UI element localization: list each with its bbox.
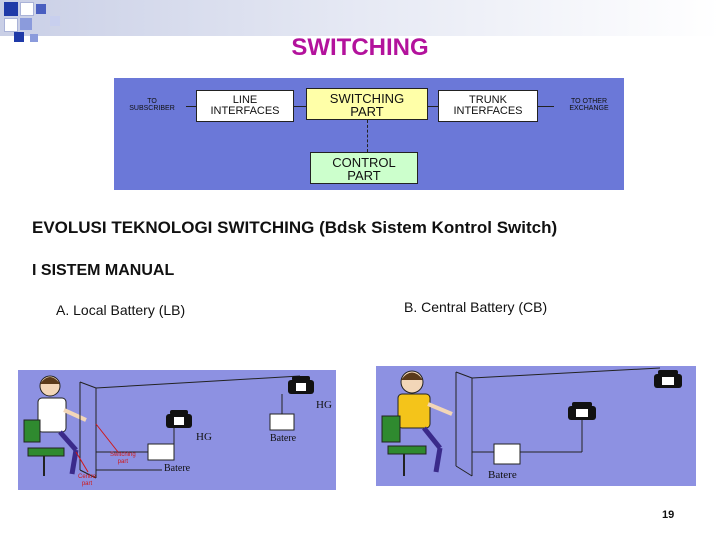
to-other-exchange-line1: TO OTHER	[570, 98, 608, 105]
decor-square	[4, 2, 18, 16]
line-interfaces-line1: LINE	[232, 94, 258, 106]
connector-line	[186, 106, 196, 107]
section-subheading: I SISTEM MANUAL	[32, 262, 175, 279]
local-battery-label: A. Local Battery (LB)	[56, 302, 186, 318]
connector-line	[428, 106, 438, 107]
page-number: 19	[662, 509, 675, 521]
decor-square	[14, 32, 24, 42]
hg-bottom-label: HG	[196, 431, 212, 443]
to-subscriber-line2: SUBSCRIBER	[129, 105, 175, 112]
switching-part-label: Switching part	[110, 452, 136, 465]
switchboard-illustration	[455, 367, 661, 477]
to-other-exchange-line2: EXCHANGE	[569, 105, 609, 112]
decor-square	[30, 34, 38, 42]
control-connector-dashed	[367, 120, 368, 152]
switchboard-illustration	[79, 375, 301, 479]
batere-right-label: Batere	[270, 433, 297, 444]
hg-top-label: HG	[316, 399, 332, 411]
central-battery-label: B. Central Battery (CB)	[404, 299, 548, 315]
decor-square	[36, 4, 46, 14]
to-other-exchange-label: TO OTHER EXCHANGE	[554, 98, 624, 112]
operator-illustration	[23, 375, 87, 476]
line-interfaces-line2: INTERFACES	[210, 105, 280, 117]
line-interfaces-box: LINE INTERFACES	[196, 90, 294, 122]
telephone-icon	[654, 370, 682, 388]
telephone-icon	[288, 376, 314, 394]
control-part-box: CONTROL PART	[310, 152, 418, 184]
trunk-interfaces-box: TRUNK INTERFACES	[438, 90, 538, 122]
decor-square	[50, 16, 60, 26]
section-heading: EVOLUSI TEKNOLOGI SWITCHING (Bdsk Sistem…	[32, 218, 558, 237]
to-subscriber-line1: TO	[147, 98, 157, 105]
control-part-line2: PART	[347, 168, 381, 183]
telephone-icon	[568, 402, 596, 420]
switching-part-line1: SWITCHING	[329, 91, 405, 106]
switching-part-line2: PART	[350, 104, 384, 119]
switching-part-box: SWITCHING PART	[306, 88, 428, 120]
decor-square	[20, 2, 34, 16]
cb-batere-label: Batere	[488, 469, 517, 481]
connector-line	[538, 106, 554, 107]
decor-square	[20, 18, 32, 30]
connector-line	[294, 106, 306, 107]
trunk-interfaces-line1: TRUNK	[469, 94, 507, 106]
trunk-interfaces-line2: INTERFACES	[453, 105, 523, 117]
battery-box	[493, 443, 521, 465]
batere-bottom-label: Batere	[164, 463, 191, 474]
to-subscriber-label: TO SUBSCRIBER	[118, 98, 186, 112]
header-gradient-bar	[0, 0, 720, 36]
centre-part-label: Centre part	[78, 474, 97, 487]
control-part-line1: CONTROL	[332, 155, 396, 170]
slide-title: SWITCHING	[291, 34, 429, 61]
decor-square	[4, 18, 18, 32]
operator-illustration	[381, 370, 453, 476]
telephone-icon	[166, 410, 192, 428]
